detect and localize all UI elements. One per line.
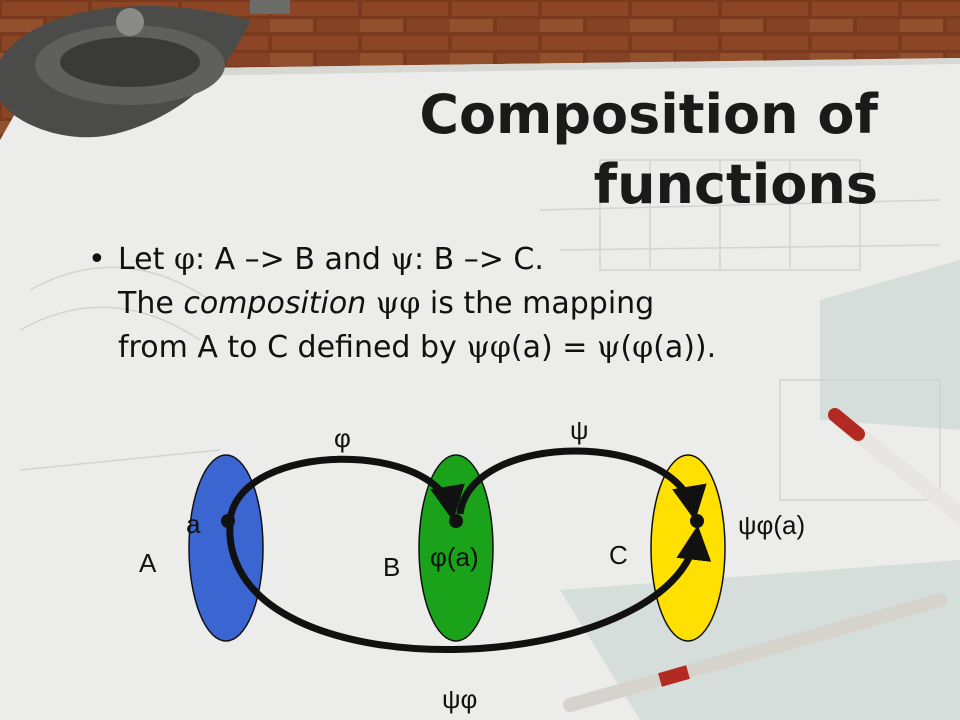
slide-title: Composition of functions — [278, 80, 878, 220]
triangle-ruler — [820, 260, 960, 430]
pencil — [563, 593, 947, 712]
label-set-b: B — [383, 552, 401, 582]
definition-line-2: from A to C defined by ψφ(a) = ψ(φ(a)). — [118, 330, 717, 365]
pen — [828, 408, 960, 523]
body-text: •Let φ: A –> B and ψ: B –> C. The compos… — [88, 238, 888, 370]
label-set-a: A — [139, 548, 157, 578]
set-c-ellipse — [650, 454, 726, 642]
composition-term: composition — [183, 286, 367, 321]
phi-symbol: φ — [173, 242, 195, 277]
title-line-1: Composition of — [419, 83, 878, 146]
point-psiphi-a — [690, 514, 704, 528]
bullet-item: •Let φ: A –> B and ψ: B –> C. — [88, 238, 888, 282]
bullet-marker: • — [88, 242, 106, 277]
psi-arrow — [456, 447, 707, 521]
set-a-ellipse — [188, 454, 264, 642]
lamp — [0, 0, 290, 138]
label-phi-a: φ(a) — [430, 542, 479, 572]
label-psiphi-a: ψφ(a) — [738, 510, 806, 540]
point-phi-a — [449, 514, 463, 528]
label-a: a — [186, 509, 201, 539]
psi-symbol: ψ — [390, 242, 414, 277]
label-set-c: C — [609, 540, 628, 570]
definition-line-1: The composition ψφ is the mapping — [118, 286, 655, 321]
title-line-2: functions — [593, 153, 878, 216]
psiphi-arrow — [226, 523, 712, 654]
label-phi-arrow: φ — [334, 423, 351, 453]
label-psi-arrow: ψ — [570, 415, 589, 445]
point-a — [221, 514, 235, 528]
phi-arrow — [226, 455, 465, 521]
label-psiphi-arrow: ψφ — [442, 684, 478, 714]
psiphi-symbol: ψφ — [375, 286, 421, 321]
blueprint-lines — [19, 159, 941, 501]
